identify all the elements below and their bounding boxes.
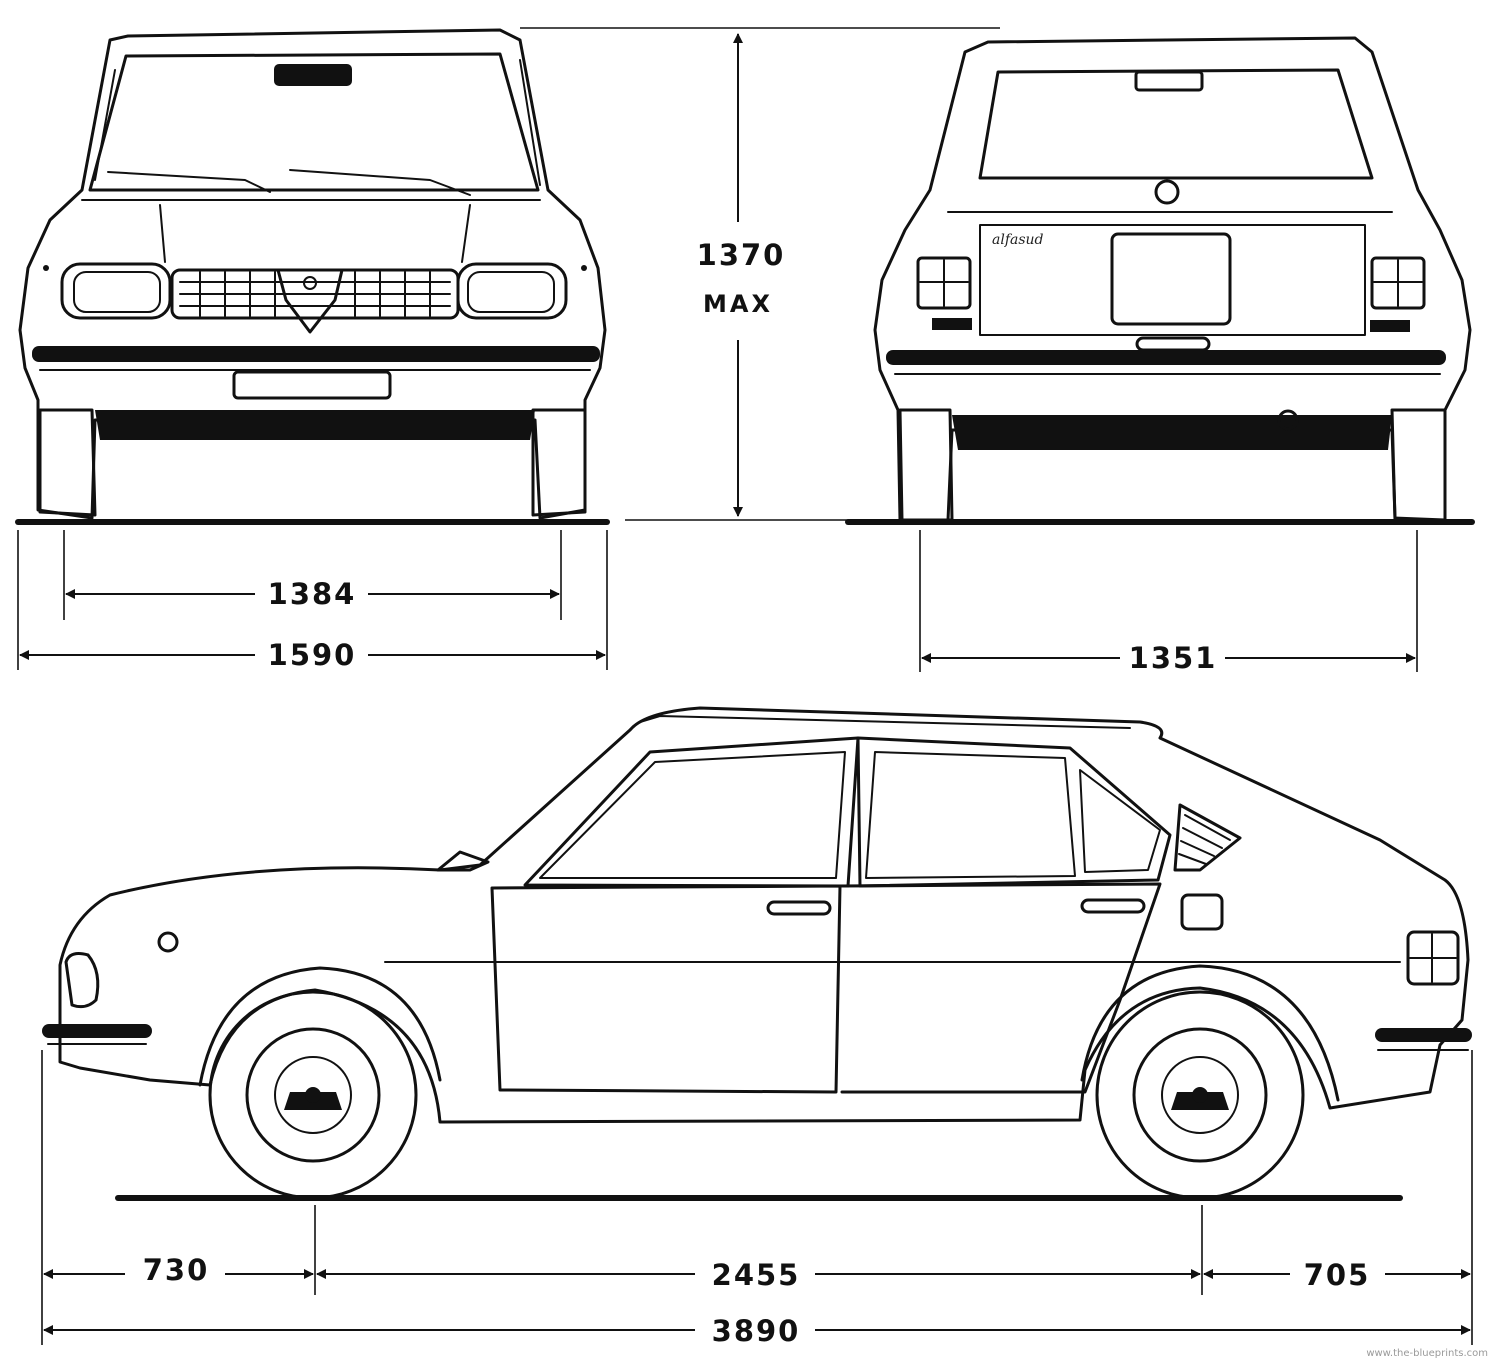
front-view [15,28,610,525]
rear-view: alfasud [845,36,1475,525]
length-value: 3890 [712,1314,801,1348]
watermark: www.the-blueprints.com [1366,1348,1488,1359]
front-track-value: 1384 [268,577,357,611]
height-value: 1370 [697,238,786,272]
model-badge: alfasud [992,232,1044,248]
side-view [42,706,1472,1201]
dimension-labels: 1370 MAX 1384 1590 1351 730 2455 705 389… [143,238,1371,1348]
dimension-lines [17,27,1473,1345]
rear-overhang-value: 705 [1304,1258,1371,1292]
rear-track-value: 1351 [1129,641,1218,675]
wheelbase-value: 2455 [712,1258,801,1292]
height-note: MAX [703,290,773,318]
front-overhang-value: 730 [143,1253,210,1287]
front-width-value: 1590 [268,638,357,672]
